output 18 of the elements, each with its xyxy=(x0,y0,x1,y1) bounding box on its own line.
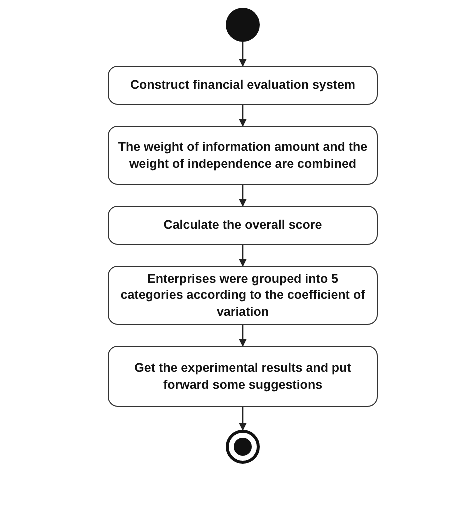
arrow xyxy=(239,325,247,347)
box-text: The weight of information amount and the weight of independence are combined xyxy=(117,139,369,172)
box-text: Calculate the overall score xyxy=(164,217,322,234)
process-box xyxy=(108,206,378,245)
arrow xyxy=(239,245,247,267)
process-box xyxy=(108,346,378,407)
process-box xyxy=(108,266,378,325)
process-box xyxy=(108,66,378,105)
arrow xyxy=(239,105,247,127)
arrow xyxy=(239,42,247,67)
start-node xyxy=(226,8,260,42)
arrow xyxy=(239,185,247,207)
box-text: Get the experimental results and put forward some suggestions xyxy=(134,360,352,393)
process-box xyxy=(108,126,378,185)
box-text: Enterprises were grouped into 5 categories according to the coefficient of variation xyxy=(120,271,366,320)
end-node xyxy=(226,430,260,464)
box-text: Construct financial evaluation system xyxy=(130,77,356,94)
arrow xyxy=(239,407,247,431)
